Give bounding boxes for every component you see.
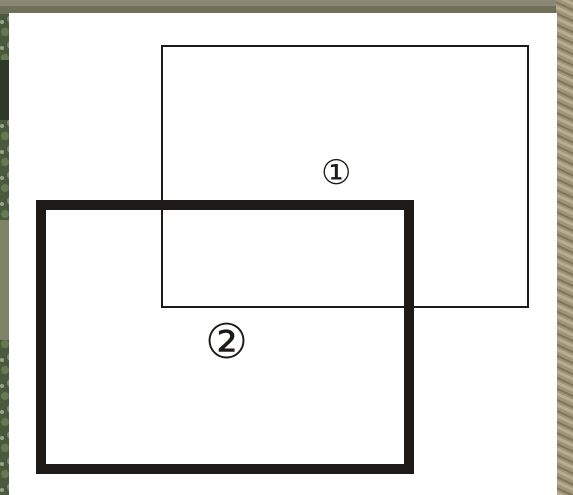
area-2-label: ② <box>205 318 248 366</box>
area-1-label: ① <box>321 156 351 190</box>
